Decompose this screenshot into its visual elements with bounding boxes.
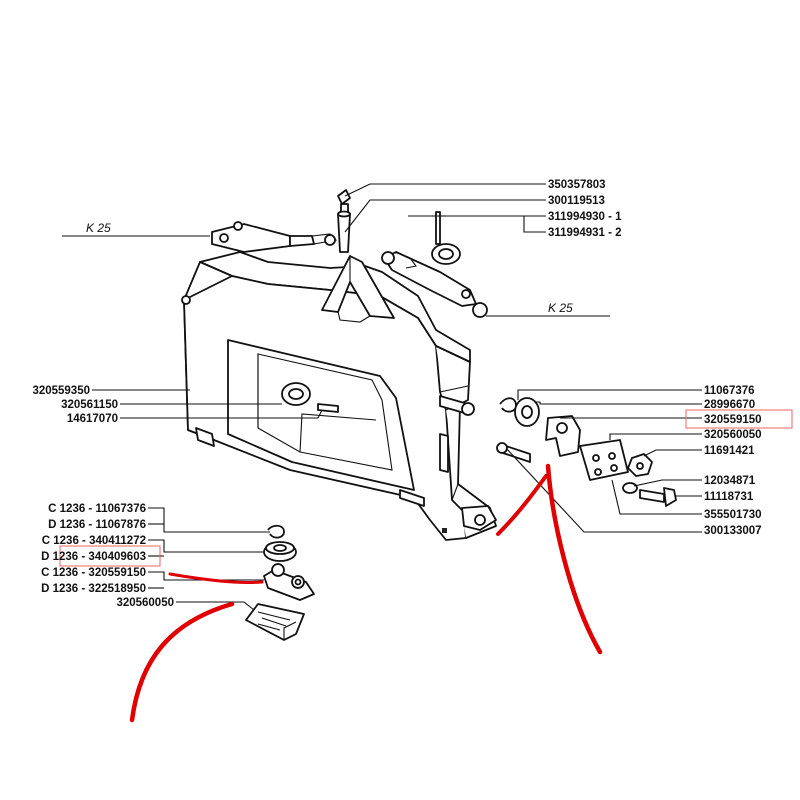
- bottom-left-exploded-parts: [245, 524, 315, 641]
- cylinder-right: [381, 251, 488, 318]
- top-labels: 350357803 300119513 311994930 - 1 311994…: [548, 179, 622, 239]
- label-28996670: 28996670: [704, 399, 755, 411]
- left-labels: 320559350 320561150 14617070: [32, 385, 118, 425]
- eye-bolt: [431, 211, 461, 265]
- label-355501730: 355501730: [704, 509, 762, 521]
- label-k25-left: K 25: [86, 221, 111, 235]
- leader-lines: [62, 183, 702, 611]
- label-variant-4: C 1236 - 320559150: [41, 567, 146, 579]
- red-arrow-right-down: [545, 463, 603, 655]
- label-k25-right: K 25: [548, 301, 573, 315]
- label-320559150: 320559150: [704, 414, 762, 426]
- label-350357803: 350357803: [548, 179, 606, 191]
- highlight-box-variant: [59, 545, 161, 567]
- label-variant-2: C 1236 - 340411272: [42, 535, 146, 547]
- red-arrow-bottom-left: [129, 601, 235, 723]
- label-11067376: 11067376: [704, 385, 755, 397]
- label-variant-5: D 1236 - 322518950: [41, 583, 146, 595]
- right-exploded-parts: [496, 397, 677, 507]
- label-variant-0: C 1236 - 11067376: [48, 503, 146, 515]
- label-300133007: 300133007: [704, 525, 762, 537]
- label-311994931: 311994931 - 2: [548, 227, 622, 239]
- cylinder-left: [211, 221, 338, 253]
- label-320559350: 320559350: [32, 385, 90, 397]
- label-14617070: 14617070: [67, 413, 118, 425]
- label-12034871: 12034871: [704, 475, 756, 487]
- grease-nipple: [337, 189, 351, 213]
- label-311994930: 311994930 - 1: [548, 211, 622, 223]
- upright-pin: [337, 210, 351, 253]
- label-320560050-bottom: 320560050: [116, 597, 174, 609]
- main-frame: [181, 251, 497, 541]
- reference-labels: K 25 K 25: [86, 221, 573, 315]
- label-300119513: 300119513: [548, 195, 605, 207]
- label-variant-1: D 1236 - 11067876: [48, 519, 146, 531]
- label-11691421: 11691421: [704, 445, 755, 457]
- variant-labels: C 1236 - 11067376 D 1236 - 11067876 C 12…: [41, 503, 174, 609]
- label-320560050: 320560050: [704, 429, 762, 441]
- label-11118731: 11118731: [704, 491, 754, 503]
- right-labels: 11067376 28996670 320559150 320560050 11…: [704, 385, 762, 537]
- label-variant-3: D 1236 - 340409603: [41, 551, 146, 563]
- red-arrow-right-left: [496, 474, 548, 536]
- red-arrow-bottom-left-tail: [168, 572, 264, 585]
- red-annotations: [59, 409, 793, 723]
- label-320561150: 320561150: [61, 399, 118, 411]
